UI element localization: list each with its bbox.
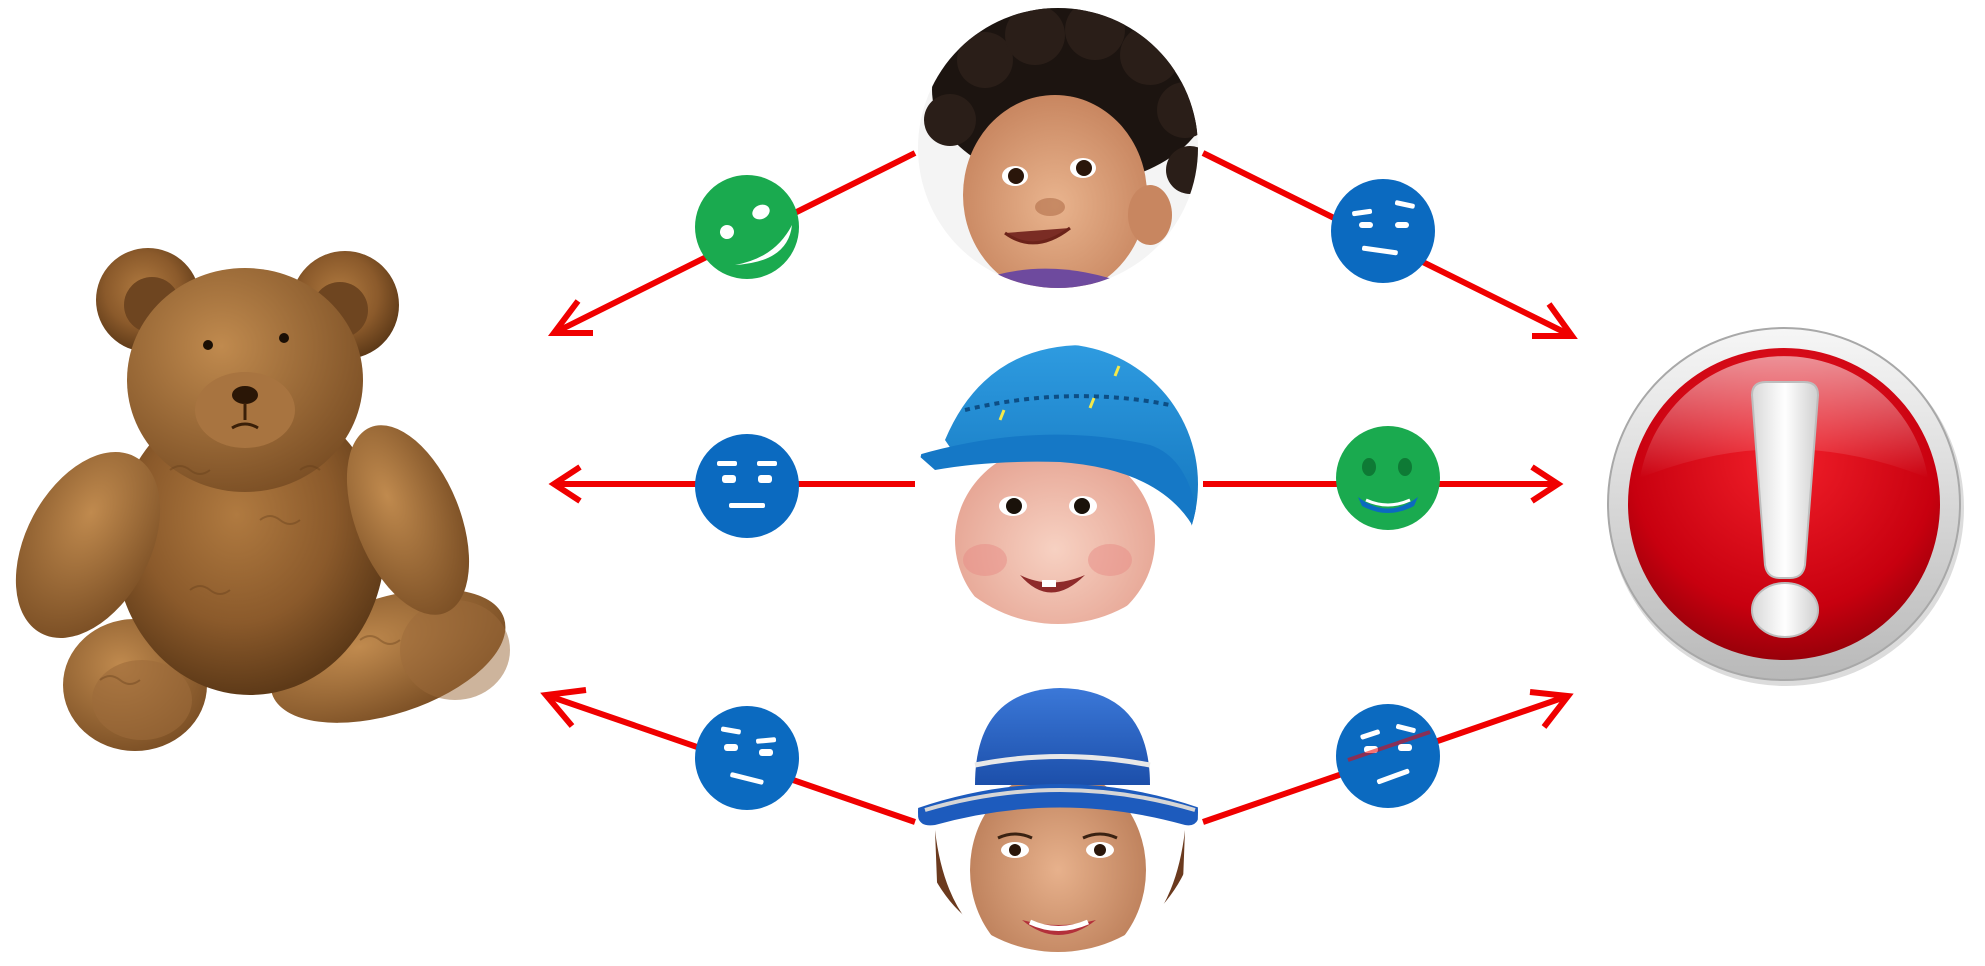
exclamation-warning-icon (1607, 327, 1964, 686)
portrait-toddler (918, 8, 1198, 288)
teddy-bear-icon (15, 248, 510, 751)
happy-face-icon (695, 175, 799, 279)
neutral-face-icon (695, 434, 799, 538)
doubtful-face-icon (695, 706, 799, 810)
confused-face-icon (1336, 704, 1440, 808)
portrait-baby-hat (918, 344, 1198, 624)
skeptical-face-icon (1331, 179, 1435, 283)
smiling-face-icon (1336, 426, 1440, 530)
portrait-woman-hat (918, 672, 1198, 952)
